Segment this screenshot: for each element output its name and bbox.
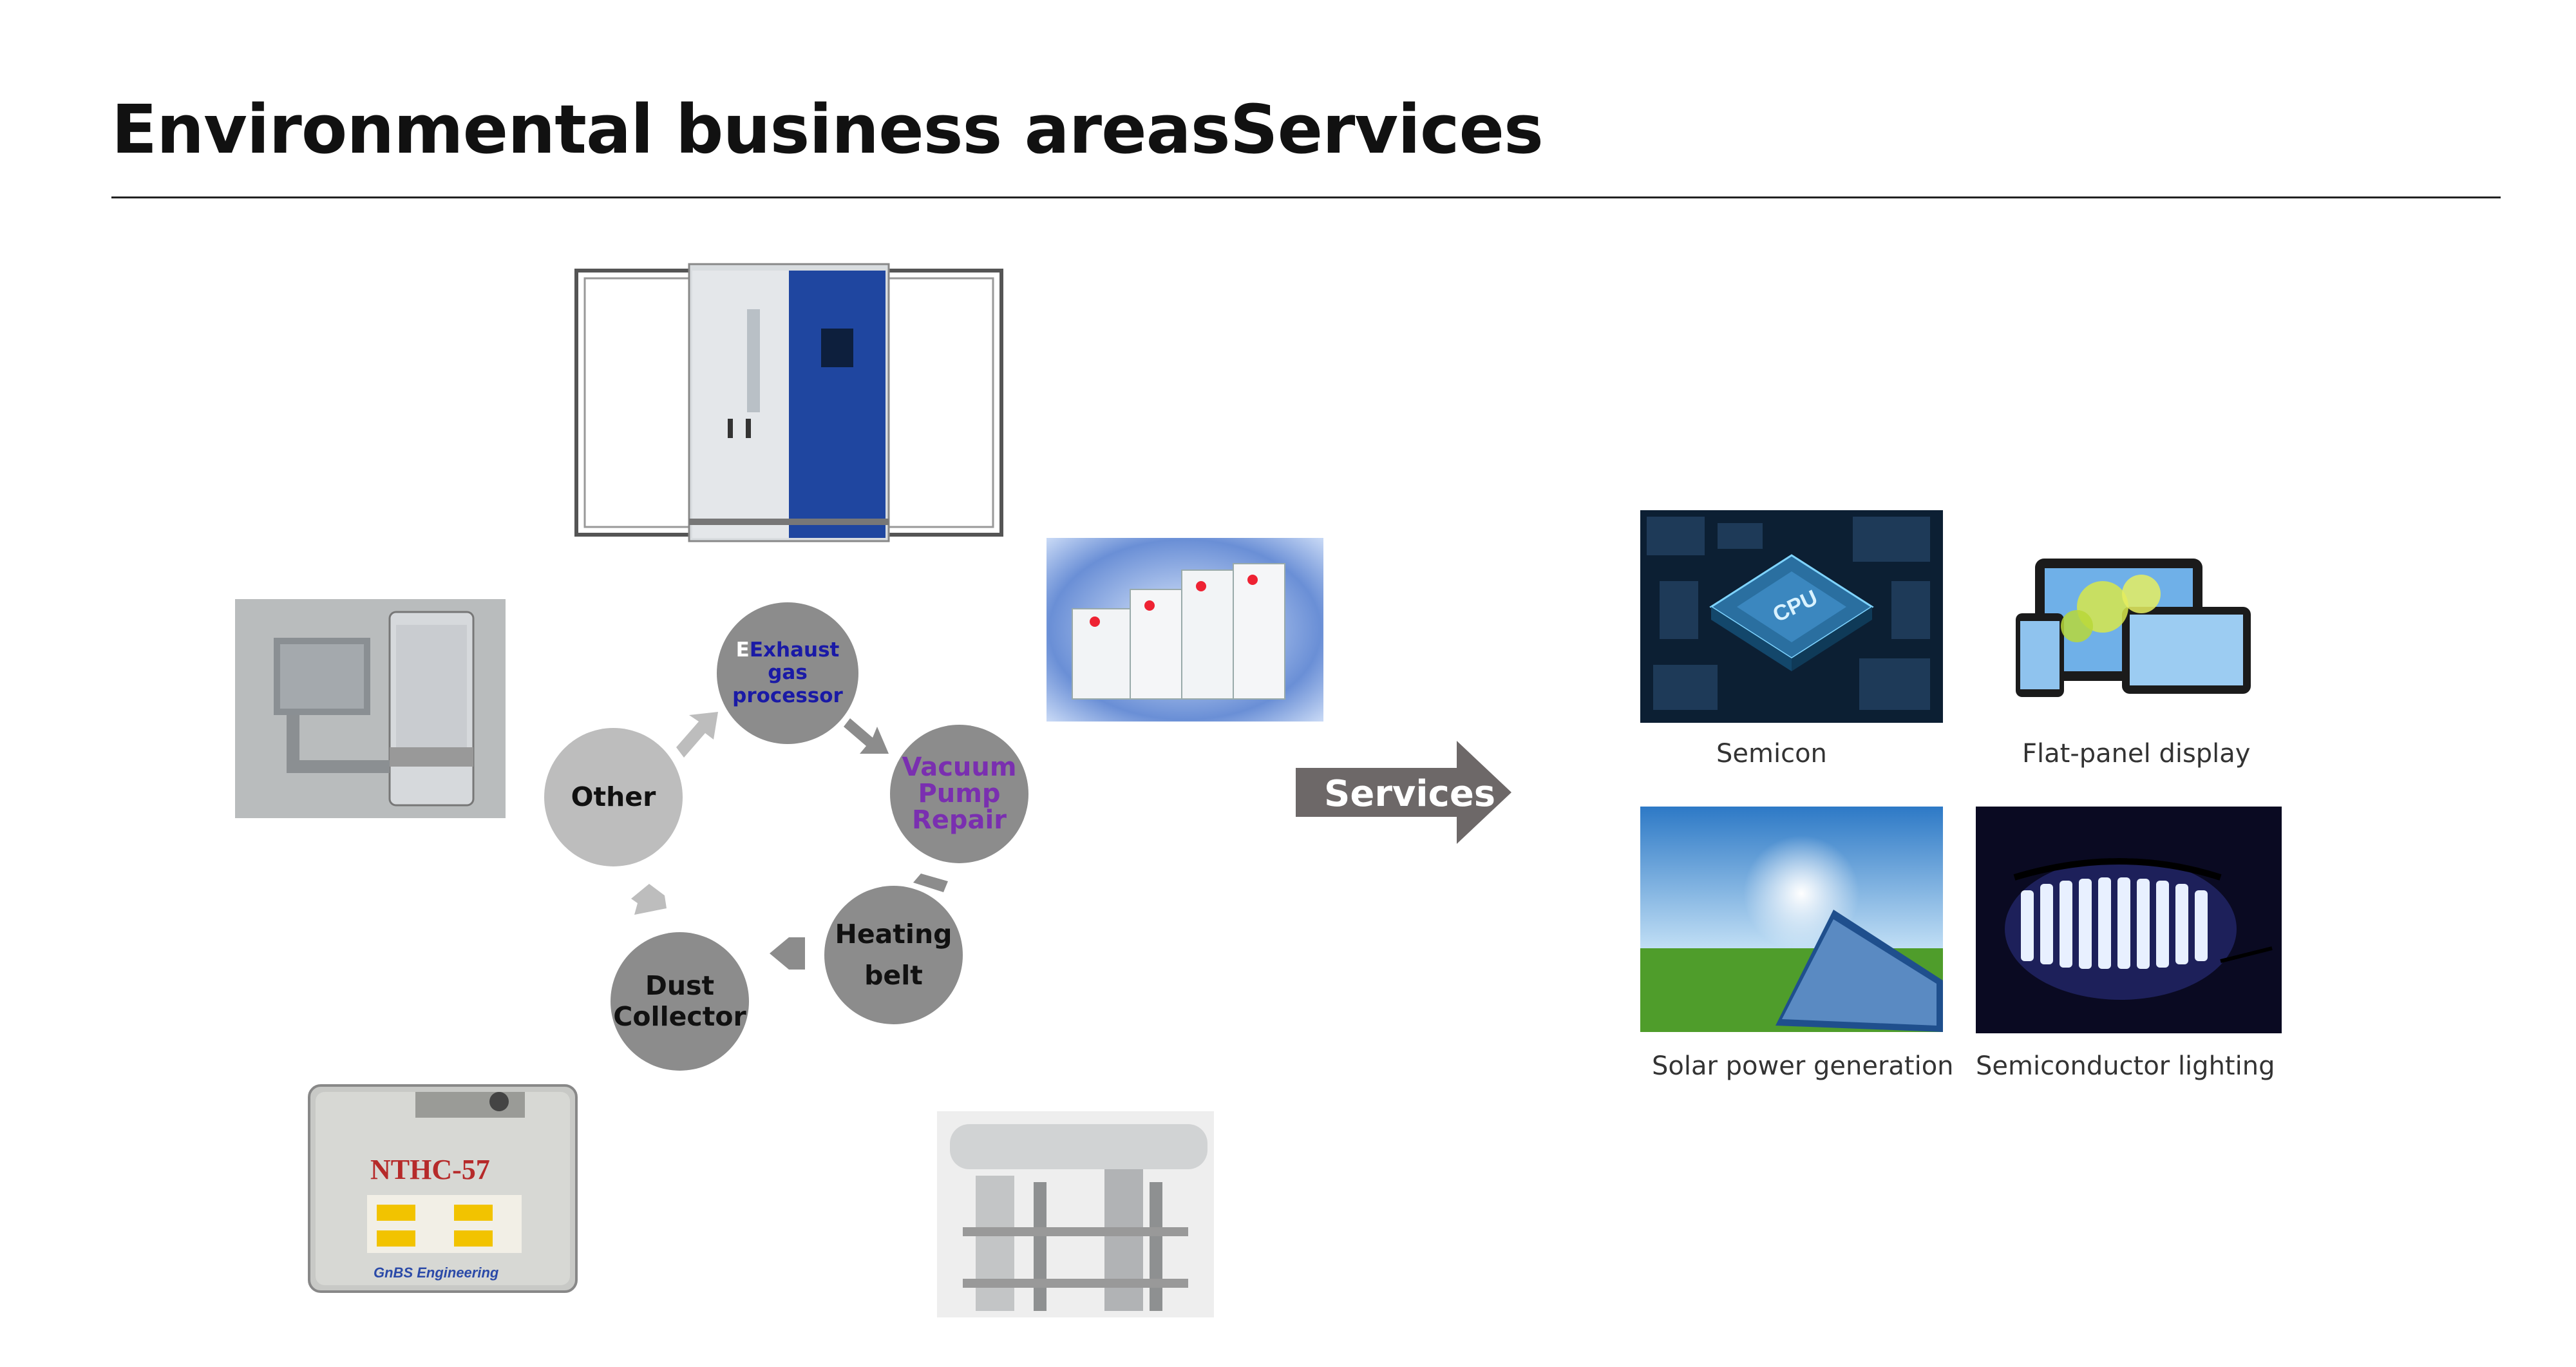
services-arrow: [1296, 741, 1511, 844]
node-exhaust-gas-processor: EExhaust gas processor: [717, 602, 858, 744]
solar-power-image: [1640, 807, 1943, 1032]
caption-flat-panel: Flat-panel display: [2022, 739, 2251, 769]
semicon-image: CPU: [1640, 510, 1943, 723]
exhaust-processor-photo: [567, 258, 1011, 548]
arrow-heating-to-dust: [770, 937, 805, 970]
semiconductor-lighting-image: [1976, 807, 2282, 1033]
caption-semicon: Semicon: [1716, 739, 1827, 769]
arrow-vacuum-to-heating: [913, 874, 948, 892]
piping-photo: [937, 1111, 1214, 1317]
node-other: Other: [544, 728, 683, 866]
page-title: Environmental business areasServices: [111, 90, 1544, 169]
caption-semiconductor-lighting: Semiconductor lighting: [1976, 1051, 2275, 1081]
node-dust-collector: Dust Collector: [611, 932, 749, 1071]
arrow-other-to-exhaust: [676, 712, 718, 758]
flat-panel-image: [1974, 510, 2277, 723]
services-arrow-label: Services: [1324, 773, 1496, 815]
node-heating-belt: Heating belt: [824, 886, 963, 1024]
arrow-dust-to-other: [631, 884, 667, 915]
dust-collector-photo: [235, 599, 506, 818]
node-vacuum-pump-repair: Vacuum Pump Repair: [890, 725, 1028, 863]
heater-model-label: NTHC-57: [370, 1154, 490, 1185]
title-divider: [111, 196, 2501, 198]
vacuum-pumps-photo: [1046, 538, 1323, 722]
caption-solar-power: Solar power generation: [1652, 1051, 1954, 1081]
arrow-exhaust-to-vacuum: [844, 718, 889, 754]
heating-belt-photo: NTHC-57 GnBS Engineering: [299, 1073, 586, 1305]
heater-brand-label: GnBS Engineering: [374, 1265, 499, 1281]
